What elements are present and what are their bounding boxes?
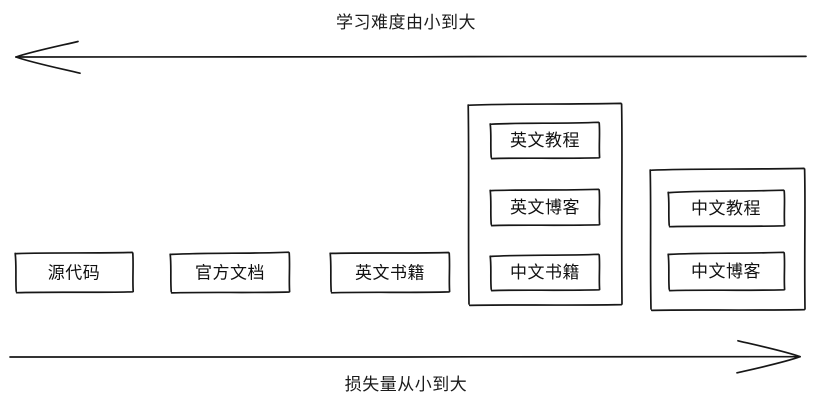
node-label: 中文博客: [691, 262, 761, 282]
left-arrow: [15, 40, 807, 75]
bottom-axis-label: 损失量从小到大: [345, 375, 468, 395]
node-box[interactable]: 英文博客: [489, 188, 601, 227]
node-box[interactable]: 官方文档: [169, 251, 291, 294]
node-box[interactable]: 英文书籍: [329, 251, 451, 294]
node-label: 英文书籍: [355, 264, 425, 284]
node-box[interactable]: 中文博客: [667, 251, 786, 292]
node-box[interactable]: 源代码: [14, 251, 135, 294]
chinese-materials-group[interactable]: 中文教程 中文博客: [649, 167, 806, 312]
node-label: 英文教程: [510, 131, 580, 151]
right-arrow: [9, 339, 801, 374]
node-label: 中文教程: [691, 199, 761, 219]
english-materials-group[interactable]: 英文教程 英文博客 中文书籍: [467, 102, 623, 307]
top-axis-label: 学习难度由小到大: [336, 13, 476, 33]
node-box[interactable]: 中文书籍: [489, 253, 601, 292]
node-box[interactable]: 中文教程: [667, 189, 786, 228]
standalone-nodes: 源代码 官方文档 英文书籍: [14, 251, 451, 294]
node-label: 官方文档: [195, 264, 265, 284]
node-label: 英文博客: [510, 198, 580, 218]
node-box[interactable]: 英文教程: [489, 121, 601, 160]
node-label: 源代码: [48, 264, 101, 284]
node-label: 中文书籍: [510, 263, 580, 283]
